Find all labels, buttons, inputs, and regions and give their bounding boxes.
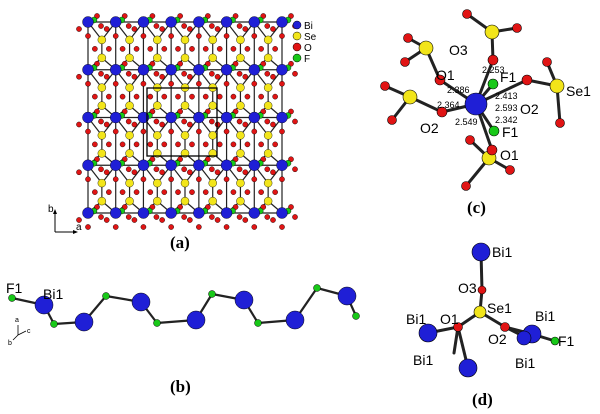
atom-label-o1-bottom: O1 [500, 147, 519, 163]
unit-cell-box [146, 87, 218, 157]
atom-label-bi1-left: Bi1 [406, 311, 426, 327]
atom-label-se1: Se1 [487, 300, 512, 316]
distance-label: 2.253 [482, 65, 505, 75]
legend-label-bi: Bi [304, 21, 313, 32]
selenite-environment: Bi1 O3 Se1 Bi1 O1 O2 Bi1 F1 Bi1 Bi1 [406, 242, 575, 378]
distance-label: 2.549 [455, 117, 478, 127]
atom-label-bi1-bottom-left: Bi1 [413, 352, 433, 368]
atom-label-f1: F1 [558, 333, 575, 349]
distance-label: 2.364 [437, 100, 460, 110]
axes-indicator-a: b a [48, 204, 82, 234]
legend-swatch-bi [292, 20, 302, 30]
atom-label-bi1-right: Bi1 [535, 308, 555, 324]
distance-label: 2.386 [447, 85, 470, 95]
axis-label-b: b [8, 340, 12, 347]
legend-label-o: O [304, 43, 312, 54]
axis-label-c: c [27, 328, 31, 335]
atom-label-o2-left: O2 [420, 120, 439, 136]
atom-label-o3: O3 [449, 42, 468, 58]
legend-label-se: Se [304, 32, 317, 43]
axes-indicator-b: a c b [8, 317, 31, 347]
atom-label-o2: O2 [488, 331, 507, 347]
lattice-network [76, 13, 298, 230]
atom-label-o1-top: O1 [436, 67, 455, 83]
atom-label-f1: F1 [6, 280, 23, 296]
zigzag-chain [8, 284, 360, 332]
atom-label-se1: Se1 [566, 83, 591, 99]
distance-label: 2.593 [495, 103, 518, 113]
panel-label-c: (c) [467, 198, 486, 217]
legend-swatch-se [292, 31, 302, 41]
panel-label-d: (d) [472, 390, 493, 409]
atom-label-bi1: Bi1 [43, 286, 63, 302]
legend: Bi Se O F [292, 20, 317, 65]
coordination-diagram: O3 O1 F1 O2 Se1 O2 F1 O1 2.253 2.386 2.4… [380, 9, 591, 191]
atom-label-o2-right: O2 [520, 101, 539, 117]
atom-label-o1: O1 [440, 311, 459, 327]
atom-label-bi1-bottom-right: Bi1 [515, 355, 535, 371]
axis-label-a: a [15, 317, 19, 324]
panel-label-a: (a) [170, 233, 190, 252]
distance-label: 2.413 [495, 91, 518, 101]
legend-swatch-f [292, 53, 302, 63]
atom-label-o3: O3 [458, 280, 477, 296]
atom-label-bi1-top: Bi1 [492, 244, 512, 260]
atom-label-f1-top: F1 [500, 69, 517, 85]
panel-label-b: (b) [170, 377, 191, 396]
legend-label-f: F [304, 54, 310, 65]
axis-label-b: b [48, 204, 54, 215]
distance-label: 2.342 [495, 115, 518, 125]
axis-label-a: a [76, 222, 82, 233]
legend-swatch-o [292, 42, 302, 52]
atom-label-f1-bottom: F1 [502, 124, 519, 140]
